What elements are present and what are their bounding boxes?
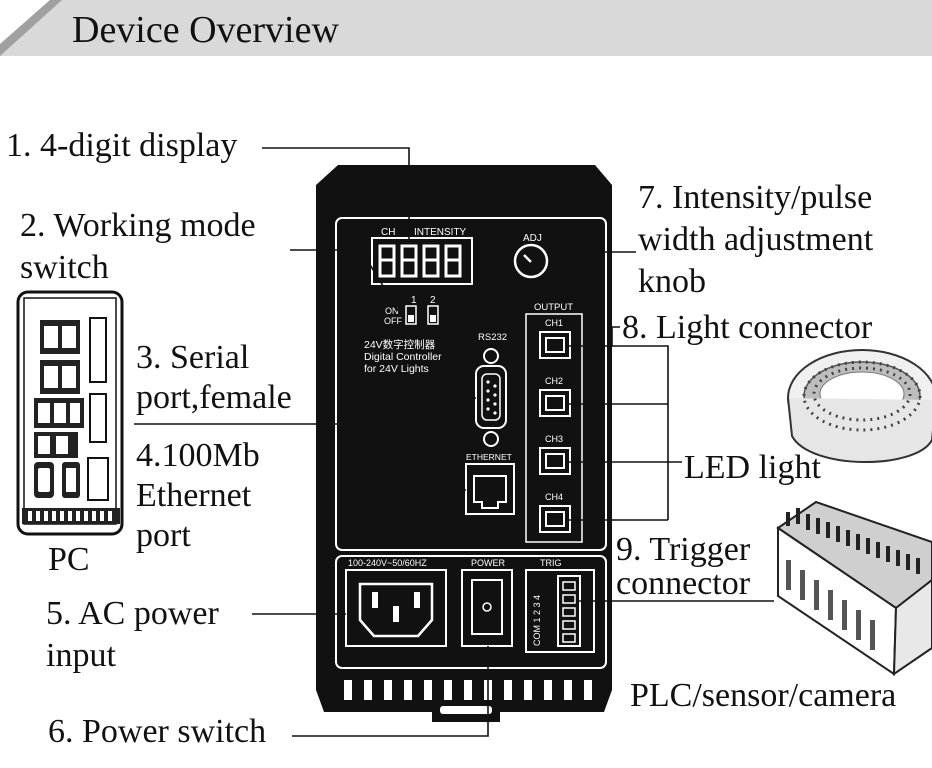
rs232-label: RS232 xyxy=(478,332,507,343)
callout-mode-switch-line2: switch xyxy=(20,249,109,286)
light-connectors xyxy=(539,331,571,533)
title-bar xyxy=(0,0,932,56)
callout-knob-line2: width adjustment xyxy=(638,221,874,258)
ch1-label: CH1 xyxy=(545,318,563,328)
callout-ac-line1: 5. AC power xyxy=(46,595,219,632)
voltage-label: 100-240V~50/60HZ xyxy=(348,558,427,568)
callout-power-switch: 6. Power switch xyxy=(48,713,267,750)
callout-ac-line2: input xyxy=(46,637,116,674)
ac-power-inlet xyxy=(345,569,447,647)
switch-off-label: OFF xyxy=(384,316,402,326)
trig-label: TRIG xyxy=(540,558,562,568)
panel-ch-label: CH xyxy=(381,227,395,238)
callout-trigger-line1: 9. Trigger xyxy=(616,531,751,568)
leader-lines xyxy=(134,147,774,737)
pc-label: PC xyxy=(48,541,90,578)
callout-mode-switch-line1: 2. Working mode xyxy=(20,207,256,244)
power-switch xyxy=(461,569,513,647)
led-light-label: LED light xyxy=(684,449,821,486)
callout-ethernet-line3: port xyxy=(136,517,191,554)
serial-port xyxy=(475,348,507,447)
power-label: POWER xyxy=(471,558,506,568)
ch4-label: CH4 xyxy=(545,492,563,502)
panel-adj-label: ADJ xyxy=(523,233,542,244)
plc-label: PLC/sensor/camera xyxy=(630,677,897,714)
product-name-cn: 24V数字控制器 xyxy=(364,338,436,351)
switch-2-label: 2 xyxy=(430,295,436,306)
led-ring-light xyxy=(787,349,932,463)
four-digit-display xyxy=(371,237,473,285)
ethernet-port xyxy=(465,463,515,515)
callout-serial-line1: 3. Serial xyxy=(136,339,250,376)
plc-illustration xyxy=(776,500,932,676)
pc-illustration xyxy=(16,290,124,536)
callout-knob-line3: knob xyxy=(638,263,706,300)
panel-intensity-label: INTENSITY xyxy=(414,227,467,238)
callout-serial-line2: port,female xyxy=(136,379,292,416)
output-label: OUTPUT xyxy=(534,302,573,313)
ethernet-label: ETHERNET xyxy=(466,452,512,462)
callout-ethernet-line2: Ethernet xyxy=(136,477,252,514)
callout-knob-line1: 7. Intensity/pulse xyxy=(638,179,873,216)
working-mode-switch xyxy=(405,305,439,325)
callout-light-connector: 8. Light connector xyxy=(622,309,873,346)
controller-body xyxy=(316,165,612,722)
callout-ethernet-line1: 4.100Mb xyxy=(136,437,260,474)
trig-pins-label: COM 1 2 3 4 xyxy=(532,595,542,646)
product-name-en-1: Digital Controller xyxy=(364,351,442,363)
page-title: Device Overview xyxy=(72,9,339,51)
callout-trigger-line2: connector xyxy=(616,565,751,602)
ch3-label: CH3 xyxy=(545,434,563,444)
switch-1-label: 1 xyxy=(411,295,417,306)
adjust-knob-icon xyxy=(513,243,549,279)
ch2-label: CH2 xyxy=(545,376,563,386)
trigger-connector xyxy=(525,569,595,653)
product-name-en-2: for 24V Lights xyxy=(364,363,429,375)
callout-display: 1. 4-digit display xyxy=(6,127,238,164)
switch-on-label: ON xyxy=(385,306,399,316)
